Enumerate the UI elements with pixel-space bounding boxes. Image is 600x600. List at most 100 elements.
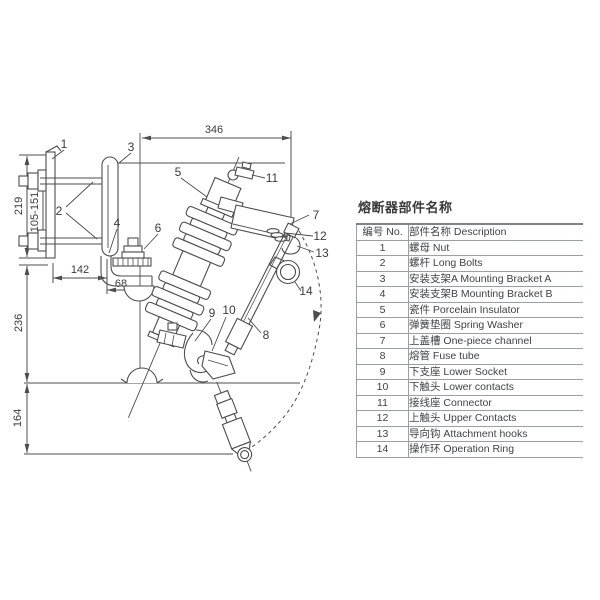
table-row: 7 上盖槽 One-piece channel (356, 333, 583, 349)
cell-desc: 瓷件 Porcelain Insulator (408, 302, 583, 318)
cell-desc: 下支座 Lower Socket (408, 364, 583, 380)
arc-arrow (313, 310, 321, 322)
cell-desc: 熔管 Fuse tube (408, 348, 583, 365)
cell-no: 10 (356, 379, 409, 396)
callout-9: 9 (209, 306, 216, 320)
dim-text-346: 346 (205, 124, 223, 136)
table-row: 1 螺母 Nut (356, 240, 583, 256)
cell-desc: 上触头 Upper Contacts (408, 410, 583, 427)
parts-table: 编号 No. 部件名称 Description 1 螺母 Nut 2 螺杆 Lo… (356, 223, 583, 458)
connector-top (241, 161, 252, 170)
cell-desc: 安装支架B Mounting Bracket B (408, 286, 583, 303)
cell-desc: 螺杆 Long Bolts (408, 255, 583, 272)
dim-text-164: 164 (12, 409, 24, 427)
washer-block (37, 229, 47, 252)
l-bracket-outer (100, 256, 152, 287)
swing-arc (248, 230, 322, 450)
pole-clamp-lower (126, 367, 158, 384)
channel-bracket (101, 156, 119, 257)
l-bracket-inner (110, 256, 152, 277)
bolt-head (18, 175, 29, 187)
dropped-tube-ring-inner (240, 450, 250, 460)
callout-14: 14 (299, 284, 313, 298)
cell-no: 14 (356, 441, 409, 458)
bracket-plate (45, 151, 56, 259)
lower-contact-assembly (156, 322, 236, 383)
tube-wall-inner (243, 233, 289, 322)
table-row: 12 上触头 Upper Contacts (356, 410, 583, 427)
spring-washer (123, 245, 143, 253)
nut (27, 172, 39, 190)
mounting-bracket-a (18, 145, 119, 259)
mounting-bracket-b (100, 237, 164, 384)
table-row: 13 导向钩 Attachment hooks (356, 426, 583, 442)
callout-numbers: 1 2 3 4 5 6 7 8 9 10 11 12 13 14 (56, 137, 329, 342)
table-row: 14 操作环 Operation Ring (356, 441, 583, 458)
bracket-hatch (163, 332, 167, 345)
callout-11: 11 (266, 171, 279, 185)
table-header-row: 编号 No. 部件名称 Description (356, 224, 583, 241)
callout-10: 10 (222, 303, 236, 317)
dropped-fuse-tube (213, 381, 253, 472)
cell-no: 3 (356, 271, 409, 287)
lower-socket-jaw (201, 350, 236, 380)
header-no: 编号 No. (356, 224, 409, 241)
header-desc: 部件名称 Description (408, 224, 583, 241)
clamp-foot (120, 378, 128, 384)
one-piece-channel (230, 204, 295, 242)
bolt-cap (127, 237, 139, 247)
cell-no: 1 (356, 240, 409, 256)
cell-desc: 接线座 Connector (408, 395, 583, 411)
tube-wall (240, 232, 286, 321)
parts-table-title: 熔断器部件名称 (358, 200, 453, 215)
cell-no: 9 (356, 364, 409, 380)
socket-bracket (156, 329, 187, 349)
fuse-tube (224, 222, 300, 356)
bracket-hatch (171, 334, 175, 347)
dim-text-142: 142 (71, 264, 89, 276)
cell-no: 2 (356, 255, 409, 272)
table-row: 4 安装支架B Mounting Bracket B (356, 286, 583, 303)
callout-1: 1 (61, 137, 68, 151)
bracket-plate-flange (45, 145, 62, 153)
lower-contact-outer (195, 329, 213, 346)
attachment-hook (281, 234, 301, 255)
cell-desc: 下触头 Lower contacts (408, 379, 583, 396)
socket-bolt (167, 322, 178, 331)
parts-table-panel: 熔断器部件名称 编号 No. 部件名称 Description 1 螺母 Nut… (356, 197, 583, 458)
cell-no: 7 (356, 333, 409, 349)
callout-2: 2 (56, 204, 63, 218)
washer-block (37, 169, 47, 192)
cell-no: 8 (356, 348, 409, 365)
cell-no: 5 (356, 302, 409, 318)
callout-4: 4 (114, 216, 121, 230)
operation-ring-inner (279, 263, 297, 281)
table-row: 8 熔管 Fuse tube (356, 348, 583, 365)
pole-clamp-upper (123, 285, 155, 302)
table-row: 5 瓷件 Porcelain Insulator (356, 302, 583, 318)
cell-desc: 导向钩 Attachment hooks (408, 426, 583, 442)
jaw-edge (207, 359, 229, 367)
callout-5: 5 (175, 165, 182, 179)
dim-text-219: 219 (13, 197, 25, 215)
table-row: 11 接线座 Connector (356, 395, 583, 411)
clamp-foot (156, 378, 164, 384)
cell-no: 12 (356, 410, 409, 427)
callout-8: 8 (263, 328, 270, 342)
cell-no: 11 (356, 395, 409, 411)
tube-wall (248, 236, 294, 325)
table-row: 10 下触头 Lower contacts (356, 379, 583, 396)
washer-strip (112, 257, 152, 267)
cell-no: 6 (356, 317, 409, 334)
table-row: 3 安装支架A Mounting Bracket A (356, 271, 583, 287)
socket-under-curve (189, 369, 209, 383)
drop-path-dashed (248, 230, 322, 450)
callout-leaders (51, 149, 315, 352)
dim-text-105-151: 105-151 (29, 192, 41, 232)
table-row: 9 下支座 Lower Socket (356, 364, 583, 380)
connector-bar (234, 166, 255, 180)
bolt-head (18, 235, 29, 247)
callout-3: 3 (128, 140, 135, 154)
